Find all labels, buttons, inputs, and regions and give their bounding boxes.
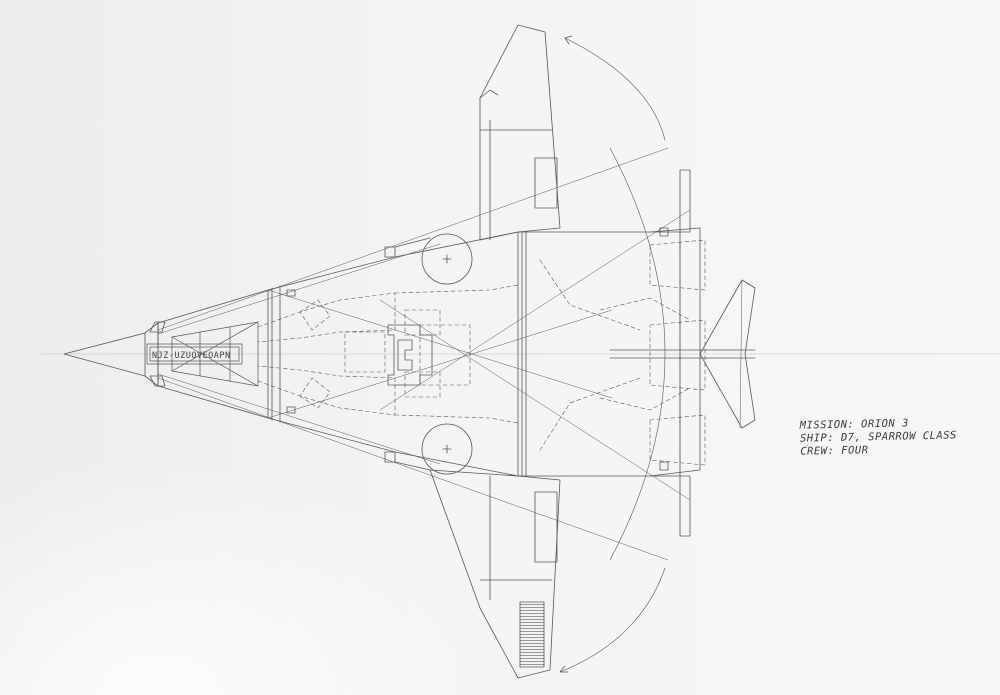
mid-spar [517, 231, 527, 477]
lower-fairing [384, 451, 396, 463]
upper-fairing [384, 246, 396, 258]
large-sweep-arc [609, 147, 666, 561]
lower-rotation-arc [559, 567, 666, 673]
construction-lines [157, 147, 691, 561]
lower-arc-arrow [559, 665, 569, 673]
interior-compartments [257, 259, 691, 451]
starboard-rotor [421, 233, 473, 285]
tail-fin [609, 279, 756, 429]
cockpit-frame [146, 321, 259, 387]
nose-cone [63, 332, 146, 377]
lower-nose-chine [394, 461, 431, 471]
port-rotor [421, 423, 473, 475]
drawing-notes: MISSION: ORION 3 SHIP: D7, SPARROW CLASS… [800, 416, 958, 458]
upper-nose-chine [394, 237, 431, 248]
lower-wing [429, 469, 561, 679]
aft-nozzles [649, 239, 706, 466]
aft-engine-block [649, 169, 701, 537]
nose-fin-top [149, 321, 166, 333]
upper-arc-arrow [564, 35, 573, 45]
forward-bulkhead [267, 285, 296, 423]
upper-wing [479, 24, 561, 241]
hull-marking: NJZ-UZUOVEOAPN [152, 351, 231, 361]
nose-fin-bottom [149, 375, 166, 387]
upper-rotation-arc [564, 37, 666, 141]
central-core [387, 324, 433, 386]
